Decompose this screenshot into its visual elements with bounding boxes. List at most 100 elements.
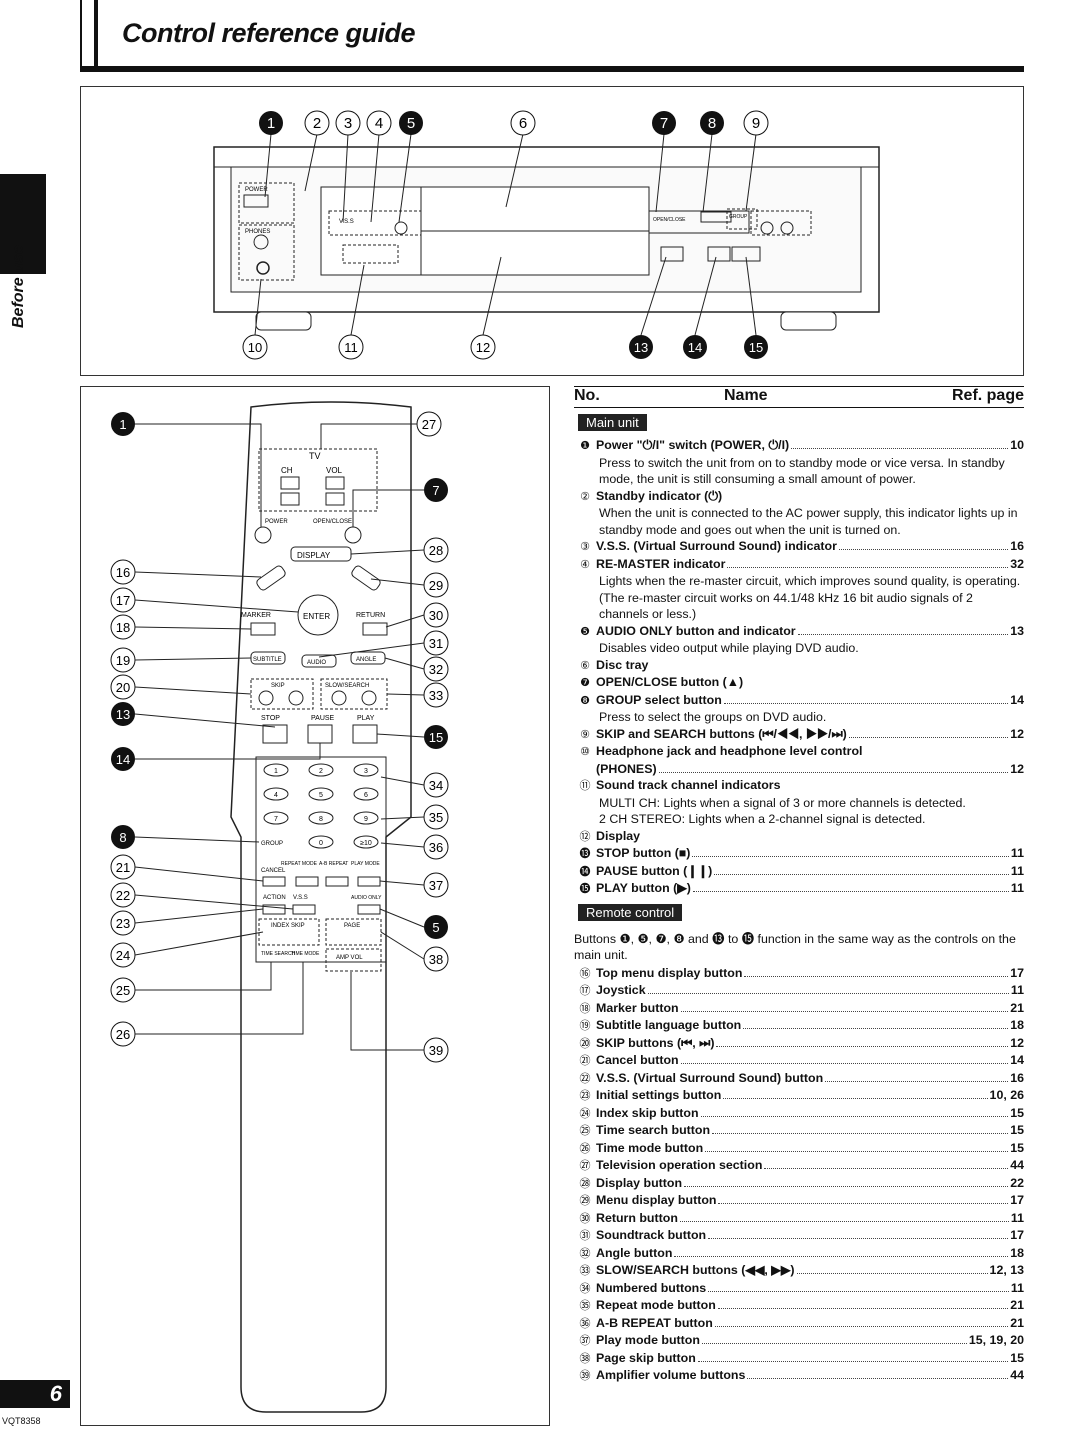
svg-text:39: 39 [429,1043,443,1058]
remote-ch-label: CH [281,466,293,475]
remote-callout-13 [111,702,135,726]
item-number: ㉖ [579,1142,591,1155]
svg-text:17: 17 [116,593,130,608]
remote-power-label: POWER [265,519,288,525]
item-number: ㉓ [579,1090,591,1102]
item-name: Index skip button [596,1105,699,1120]
item-name: SKIP buttons (⏮, ⏭) [596,1035,715,1050]
svg-text:15: 15 [749,340,763,355]
remote-open-close-label: OPEN/CLOSE [313,519,352,525]
svg-text:3: 3 [344,115,352,132]
remote-control-illustration: TV CH VOL POWER OPEN/CLOSE DISPLAY ENTER… [80,386,550,1426]
section-side-label: Before use [10,245,27,328]
item-number: ⑫ [579,830,591,843]
item-ref-page: 15 [1010,1123,1024,1137]
item-number: ⑰ [579,985,591,997]
callout-12 [470,334,496,360]
item-number: ⓯ [579,883,591,895]
item-ref-page: 44 [1010,1368,1024,1382]
callout-2 [304,110,330,136]
item-name: Return button [596,1210,678,1225]
item-name: Soundtrack button [596,1228,707,1242]
dot-leader [697,1360,1009,1362]
remote-drawing: TV CH VOL POWER OPEN/CLOSE DISPLAY ENTER… [110,401,449,1413]
item-name: Angle button [596,1245,673,1260]
dot-leader [747,1378,1009,1379]
remote-audio-label: AUDIO [307,660,326,666]
item-number: ㊳ [579,1352,591,1365]
item-ref-page: 15 [1010,1105,1024,1120]
item-name: GROUP select button [596,692,722,707]
dot-leader [825,1080,1009,1082]
item-name: PAUSE button (❙❙) [596,863,713,878]
item-ref-page: 21 [1010,1298,1024,1312]
dot-leader [674,1255,1009,1257]
item-ref-page: 10 [1010,438,1024,452]
item-number: ⓭ [579,848,591,860]
svg-text:15: 15 [429,730,443,745]
callout-6 [510,110,536,136]
item-ref-page: 44 [1010,1158,1024,1172]
dot-leader [718,1203,1009,1204]
section-remote-control: Remote control [578,903,683,921]
item-number: ⑱ [579,1002,591,1015]
svg-text:28: 28 [429,543,443,558]
svg-text:25: 25 [116,983,130,998]
item-name: (PHONES) [596,761,657,776]
item-ref-page: 32 [1010,556,1024,571]
svg-text:16: 16 [116,565,130,580]
item-description: Disables video output while playing DVD … [599,641,859,655]
section-main-unit: Main unit [578,414,647,431]
svg-text:11: 11 [344,340,358,355]
remote-audio-only-label: AUDIO ONLY [351,895,382,901]
page-number: 6 [0,1380,70,1408]
item-name: Television operation section [596,1158,763,1172]
item-name: Display [596,828,641,843]
svg-text:30: 30 [429,608,443,623]
item-name: SLOW/SEARCH buttons (◀◀, ▶▶) [596,1263,795,1277]
item-name: Time search button [596,1123,711,1137]
unit-open-close-label: OPEN/CLOSE [653,217,686,223]
svg-text:1: 1 [119,417,126,432]
remote-play-mode-label: PLAY MODE [351,861,380,867]
item-ref-page: 13 [1010,623,1024,638]
item-number: ❶ [580,440,590,452]
svg-text:27: 27 [422,417,436,432]
callout-10 [242,334,268,360]
legend-item: ⑫ Display [574,828,1024,846]
item-name: Disc tray [596,657,649,672]
remote-display-label: DISPLAY [297,551,331,560]
col-ref: Ref. page [951,387,1024,404]
svg-text:38: 38 [429,952,443,967]
remote-repeat-mode-label: REPEAT MODE [281,861,318,867]
remote-amp-vol-label: AMP VOL [336,955,363,961]
svg-text:7: 7 [660,115,668,132]
item-name: PLAY button (▶) [596,881,691,895]
col-name: Name [724,387,768,404]
svg-text:22: 22 [116,888,130,903]
item-name: Initial settings button [596,1088,722,1102]
dot-leader [692,856,1009,857]
dot-leader [764,1168,1009,1169]
item-name: Repeat mode button [596,1298,716,1312]
item-name: Sound track channel indicators [596,778,781,792]
svg-text:34: 34 [429,778,443,793]
remote-skip-label: SKIP [271,683,285,689]
item-number: ㉕ [579,1125,591,1137]
item-ref-page: 11 [1010,1210,1024,1225]
item-number: ④ [580,558,590,571]
dot-leader [723,702,1009,704]
dot-leader [716,1045,1009,1047]
